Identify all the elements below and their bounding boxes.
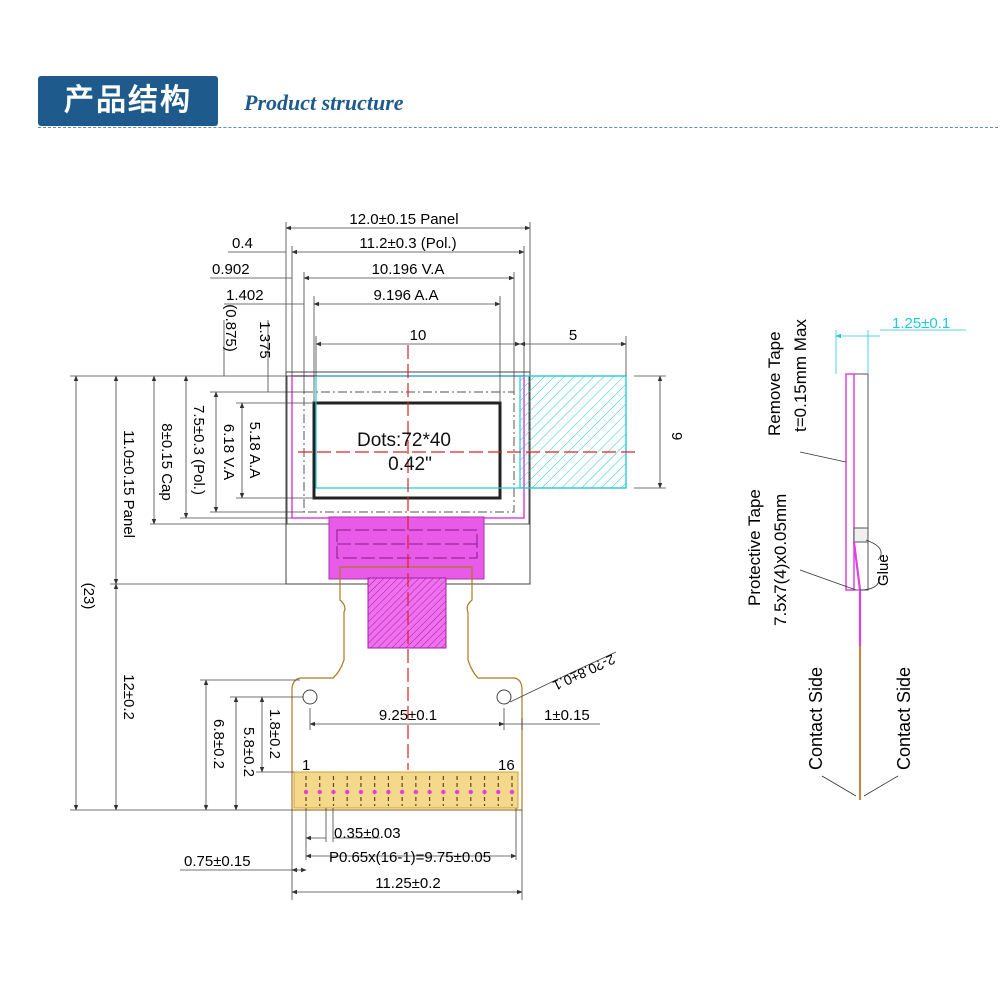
contact-pad-dot xyxy=(345,789,350,795)
fpc-dimensions xyxy=(180,651,617,900)
dim-pol-height: 7.5±0.3 (Pol.) xyxy=(190,405,207,495)
side-glue-label: Glue xyxy=(875,554,892,586)
front-view xyxy=(285,371,627,585)
contact-pads-strip xyxy=(293,771,519,809)
header-title-cn: 产品结构 xyxy=(64,83,192,118)
mount-hole-right xyxy=(496,689,512,705)
dim-6-8: 6.8±0.2 xyxy=(210,719,227,769)
header-title-en: Product structure xyxy=(244,90,404,115)
dim-edge: 0.75±0.15 xyxy=(184,853,251,870)
contact-pad-dot xyxy=(468,789,473,795)
header-divider xyxy=(38,127,998,128)
contact-pad-dot xyxy=(509,789,515,795)
side-thickness: 1.25±0.1 xyxy=(892,315,950,332)
cyan-hatch-block xyxy=(519,375,627,489)
dim-10: 10 xyxy=(410,327,427,344)
dim-9: 9 xyxy=(668,432,685,440)
contact-pad-dot xyxy=(454,789,460,795)
dim-panel-height: 11.0±0.15 Panel xyxy=(120,430,137,538)
centerlines xyxy=(298,345,640,770)
side-remove-tape-label: Remove Tape xyxy=(765,331,784,436)
side-prot-tape-label: Protective Tape xyxy=(745,489,764,606)
left-dimensions xyxy=(70,320,314,811)
contact-pad-dot xyxy=(317,789,322,795)
dim-0-902: 0.902 xyxy=(212,261,250,278)
fpc-tail-hatch xyxy=(367,577,447,649)
display-size-text: 0.42" xyxy=(388,454,432,475)
dim-pol-width: 11.2±0.3 (Pol.) xyxy=(359,235,456,252)
pin-1-label: 1 xyxy=(302,757,310,774)
side-contact-left: Contact Side xyxy=(806,667,826,770)
dim-cap-height: 8±0.15 Cap xyxy=(158,423,175,500)
contact-pad-dot xyxy=(441,789,446,795)
side-prot-tape-spec: 7.5x7(4)x0.05mm xyxy=(771,494,790,626)
contact-pad-dot xyxy=(399,789,405,795)
side-contact-right: Contact Side xyxy=(894,667,914,770)
contact-pad-dot xyxy=(358,789,364,795)
dim-1-375: 1.375 xyxy=(256,321,273,359)
contact-pad-dot xyxy=(303,789,309,795)
dim-aa-width: 9.196 A.A xyxy=(373,287,438,304)
dim-hole-span: 9.25±0.1 xyxy=(379,707,437,724)
display-dots-text: Dots:72*40 xyxy=(357,430,451,451)
dim-va-width: 10.196 V.A xyxy=(372,261,445,278)
dim-va-height: 6.18 V.A xyxy=(220,424,237,480)
active-area xyxy=(312,401,502,500)
dim-aa-height: 5.18 A.A xyxy=(246,422,263,479)
contact-pad-dot xyxy=(482,789,487,795)
header-badge xyxy=(38,76,218,126)
side-remove-tape-spec: t=0.15mm Max xyxy=(791,319,810,432)
dim-1-8: 1.8±0.2 xyxy=(266,709,283,759)
contact-pad-dot xyxy=(427,789,432,795)
dim-pitch: P0.65x(16-1)=9.75±0.05 xyxy=(329,849,491,866)
pin-16-label: 16 xyxy=(498,757,515,774)
top-dimensions xyxy=(210,222,666,489)
dim-0-4: 0.4 xyxy=(232,235,253,252)
contact-pad-dot xyxy=(386,789,391,795)
contact-pads xyxy=(303,776,515,806)
dim-5: 5 xyxy=(569,327,577,344)
contact-pad-dot xyxy=(372,789,377,795)
dim-hole-note: 2-?0.8±0.1 xyxy=(550,651,618,694)
dim-1-402: 1.402 xyxy=(226,287,264,304)
dim-0-875: (0.875) xyxy=(222,304,239,352)
side-remove-tape xyxy=(845,373,855,591)
dim-pad-width: 0.35±0.03 xyxy=(334,825,401,842)
contact-pad-dot xyxy=(413,789,419,795)
dim-1-15: 1±0.15 xyxy=(544,707,590,724)
dim-5-8: 5.8±0.2 xyxy=(240,727,257,777)
dim-fpc-height: 12±0.2 xyxy=(120,674,137,720)
contact-pad-dot xyxy=(496,789,501,795)
dim-panel-width: 12.0±0.15 Panel xyxy=(349,211,458,228)
dim-fpc-width: 11.25±0.2 xyxy=(375,875,441,892)
contact-pad-dot xyxy=(331,789,336,795)
dim-total-height: (23) xyxy=(80,583,97,610)
mount-hole-left xyxy=(302,689,318,705)
connector-area xyxy=(328,516,485,580)
side-view xyxy=(799,329,966,800)
side-glue xyxy=(853,527,869,543)
